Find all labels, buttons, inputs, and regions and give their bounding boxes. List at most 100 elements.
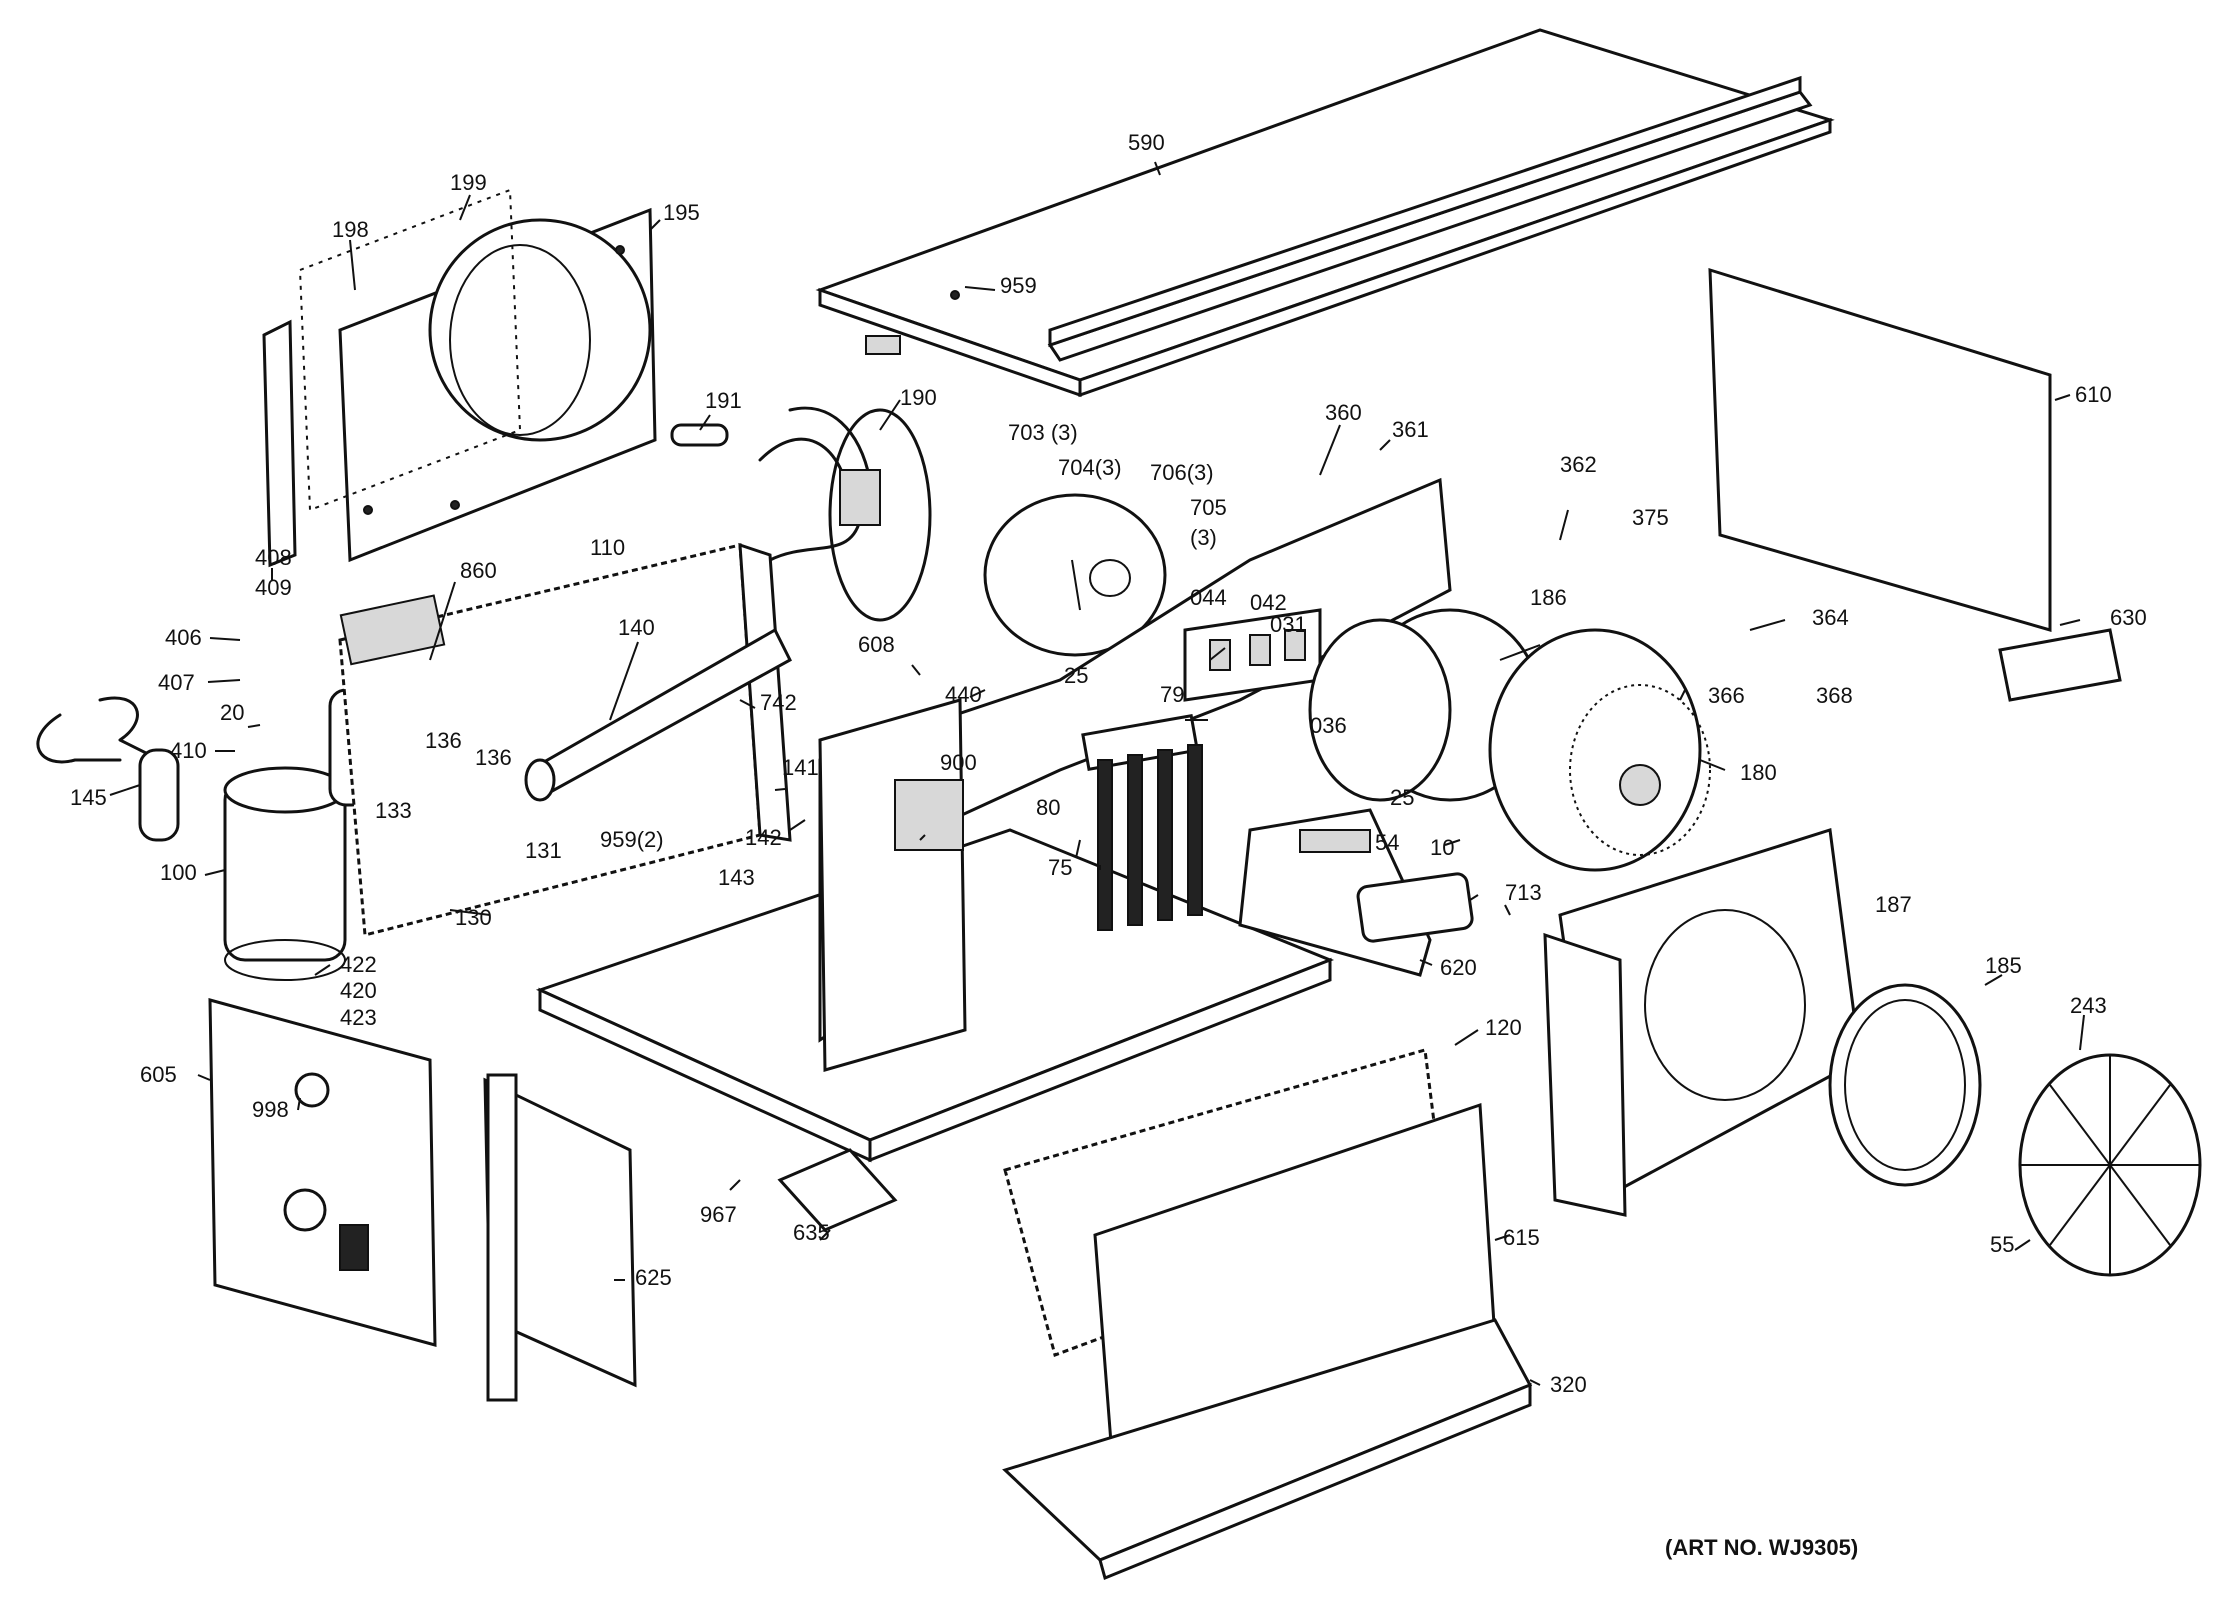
part-label-959: 959 [1000,273,1037,298]
part-label-55: 55 [1990,1232,2014,1257]
part-label-620: 620 [1440,955,1477,980]
art-number: (ART NO. WJ9305) [1665,1535,1858,1560]
part-label-608: 608 [858,632,895,657]
part-label-368: 368 [1816,683,1853,708]
part-label-031: 031 [1270,612,1307,637]
part-label-036: 036 [1310,713,1347,738]
part-label-320: 320 [1550,1372,1587,1397]
part-label-360: 360 [1325,400,1362,425]
part-label-409: 409 [255,575,292,600]
side-bracket-625 [483,1073,637,1402]
part-label-042: 042 [1250,590,1287,615]
bracket-635 [777,1148,898,1232]
part-label-180: 180 [1740,760,1777,785]
part-label-54: 54 [1375,830,1399,855]
part-label-185: 185 [1985,953,2022,978]
part-label-243: 243 [2070,993,2107,1018]
evaporator-side-panel [1708,267,2122,702]
part-label-408: 408 [255,545,292,570]
part-label-959-2: 959(2) [600,827,664,852]
shroud-ring-185 [1828,983,1982,1187]
part-label-110: 110 [590,535,625,560]
part-label-625: 625 [635,1265,672,1290]
part-label-420: 420 [340,978,377,1003]
part-label-423: 423 [340,1005,377,1030]
part-label-706: 706(3) [1150,460,1214,485]
evaporator-orifice-panel [1543,828,1862,1217]
condenser-fan-blade [758,406,932,622]
heater-element-assembly [1081,713,1203,931]
blower-wheel [1488,628,1711,872]
switch-block [1183,608,1322,702]
part-label-190: 190 [900,385,937,410]
part-label-145: 145 [70,785,107,810]
part-label-705-qty: (3) [1190,525,1217,550]
part-label-199: 199 [450,170,487,195]
part-label-198: 198 [332,217,369,242]
part-label-615: 615 [1503,1225,1540,1250]
part-label-195: 195 [663,200,700,225]
evaporator-fan-55 [2018,1053,2202,1277]
part-label-406: 406 [165,625,202,650]
drain-pan-320 [1002,1318,1533,1581]
part-label-361: 361 [1392,417,1429,442]
fan-shroud-panel [262,188,657,568]
part-label-136a: 136 [425,728,462,753]
part-label-25-fan: 25 [1064,663,1088,688]
part-label-362: 362 [1560,452,1597,477]
part-label-998: 998 [252,1097,289,1122]
part-label-131: 131 [525,838,562,863]
compressor-side-panel [208,998,437,1347]
part-label-590: 590 [1128,130,1165,155]
part-label-133: 133 [375,798,412,823]
top-cover-part [815,28,1835,398]
leader-lines [109,161,2085,1386]
part-label-20: 20 [220,700,244,725]
part-label-141: 141 [782,755,819,780]
compressor [223,766,347,981]
part-label-100: 100 [160,860,197,885]
part-label-422: 422 [340,952,377,977]
part-label-713: 713 [1505,880,1542,905]
part-label-75: 75 [1048,855,1072,880]
part-label-79: 79 [1160,682,1184,707]
part-label-142: 142 [745,825,782,850]
part-label-375: 375 [1632,505,1669,530]
part-label-187: 187 [1875,892,1912,917]
shaft-191 [670,423,729,447]
part-label-860: 860 [460,558,497,583]
part-label-140: 140 [618,615,655,640]
part-label-410: 410 [170,738,207,763]
part-label-143: 143 [718,865,755,890]
part-label-407: 407 [158,670,195,695]
part-label-364: 364 [1812,605,1849,630]
part-label-900: 900 [940,750,977,775]
part-label-136b: 136 [475,745,512,770]
part-label-130: 130 [455,905,492,930]
part-label-366: 366 [1708,683,1745,708]
part-label-610: 610 [2075,382,2112,407]
part-label-635: 635 [793,1220,830,1245]
part-label-191: 191 [705,388,742,413]
part-label-80: 80 [1036,795,1060,820]
part-label-440: 440 [945,682,982,707]
part-label-10: 10 [1430,835,1454,860]
part-label-044: 044 [1190,585,1227,610]
tubing-145 [36,696,180,842]
part-label-25-blower: 25 [1390,785,1414,810]
part-label-630: 630 [2110,605,2147,630]
electrical-box [1238,808,1474,977]
control-panel-bracket [818,698,967,1072]
part-label-703: 703 (3) [1008,420,1078,445]
condenser-coil [338,542,792,937]
part-label-967: 967 [700,1202,737,1227]
part-label-705: 705 [1190,495,1227,520]
part-labels: 590 959 199 198 195 191 190 703 (3) 704(… [70,130,2147,1397]
part-label-186: 186 [1530,585,1567,610]
part-label-605: 605 [140,1062,177,1087]
part-label-704: 704(3) [1058,455,1122,480]
part-label-120: 120 [1485,1015,1522,1040]
part-label-742: 742 [760,690,797,715]
capillary-tube-140 [524,627,792,802]
